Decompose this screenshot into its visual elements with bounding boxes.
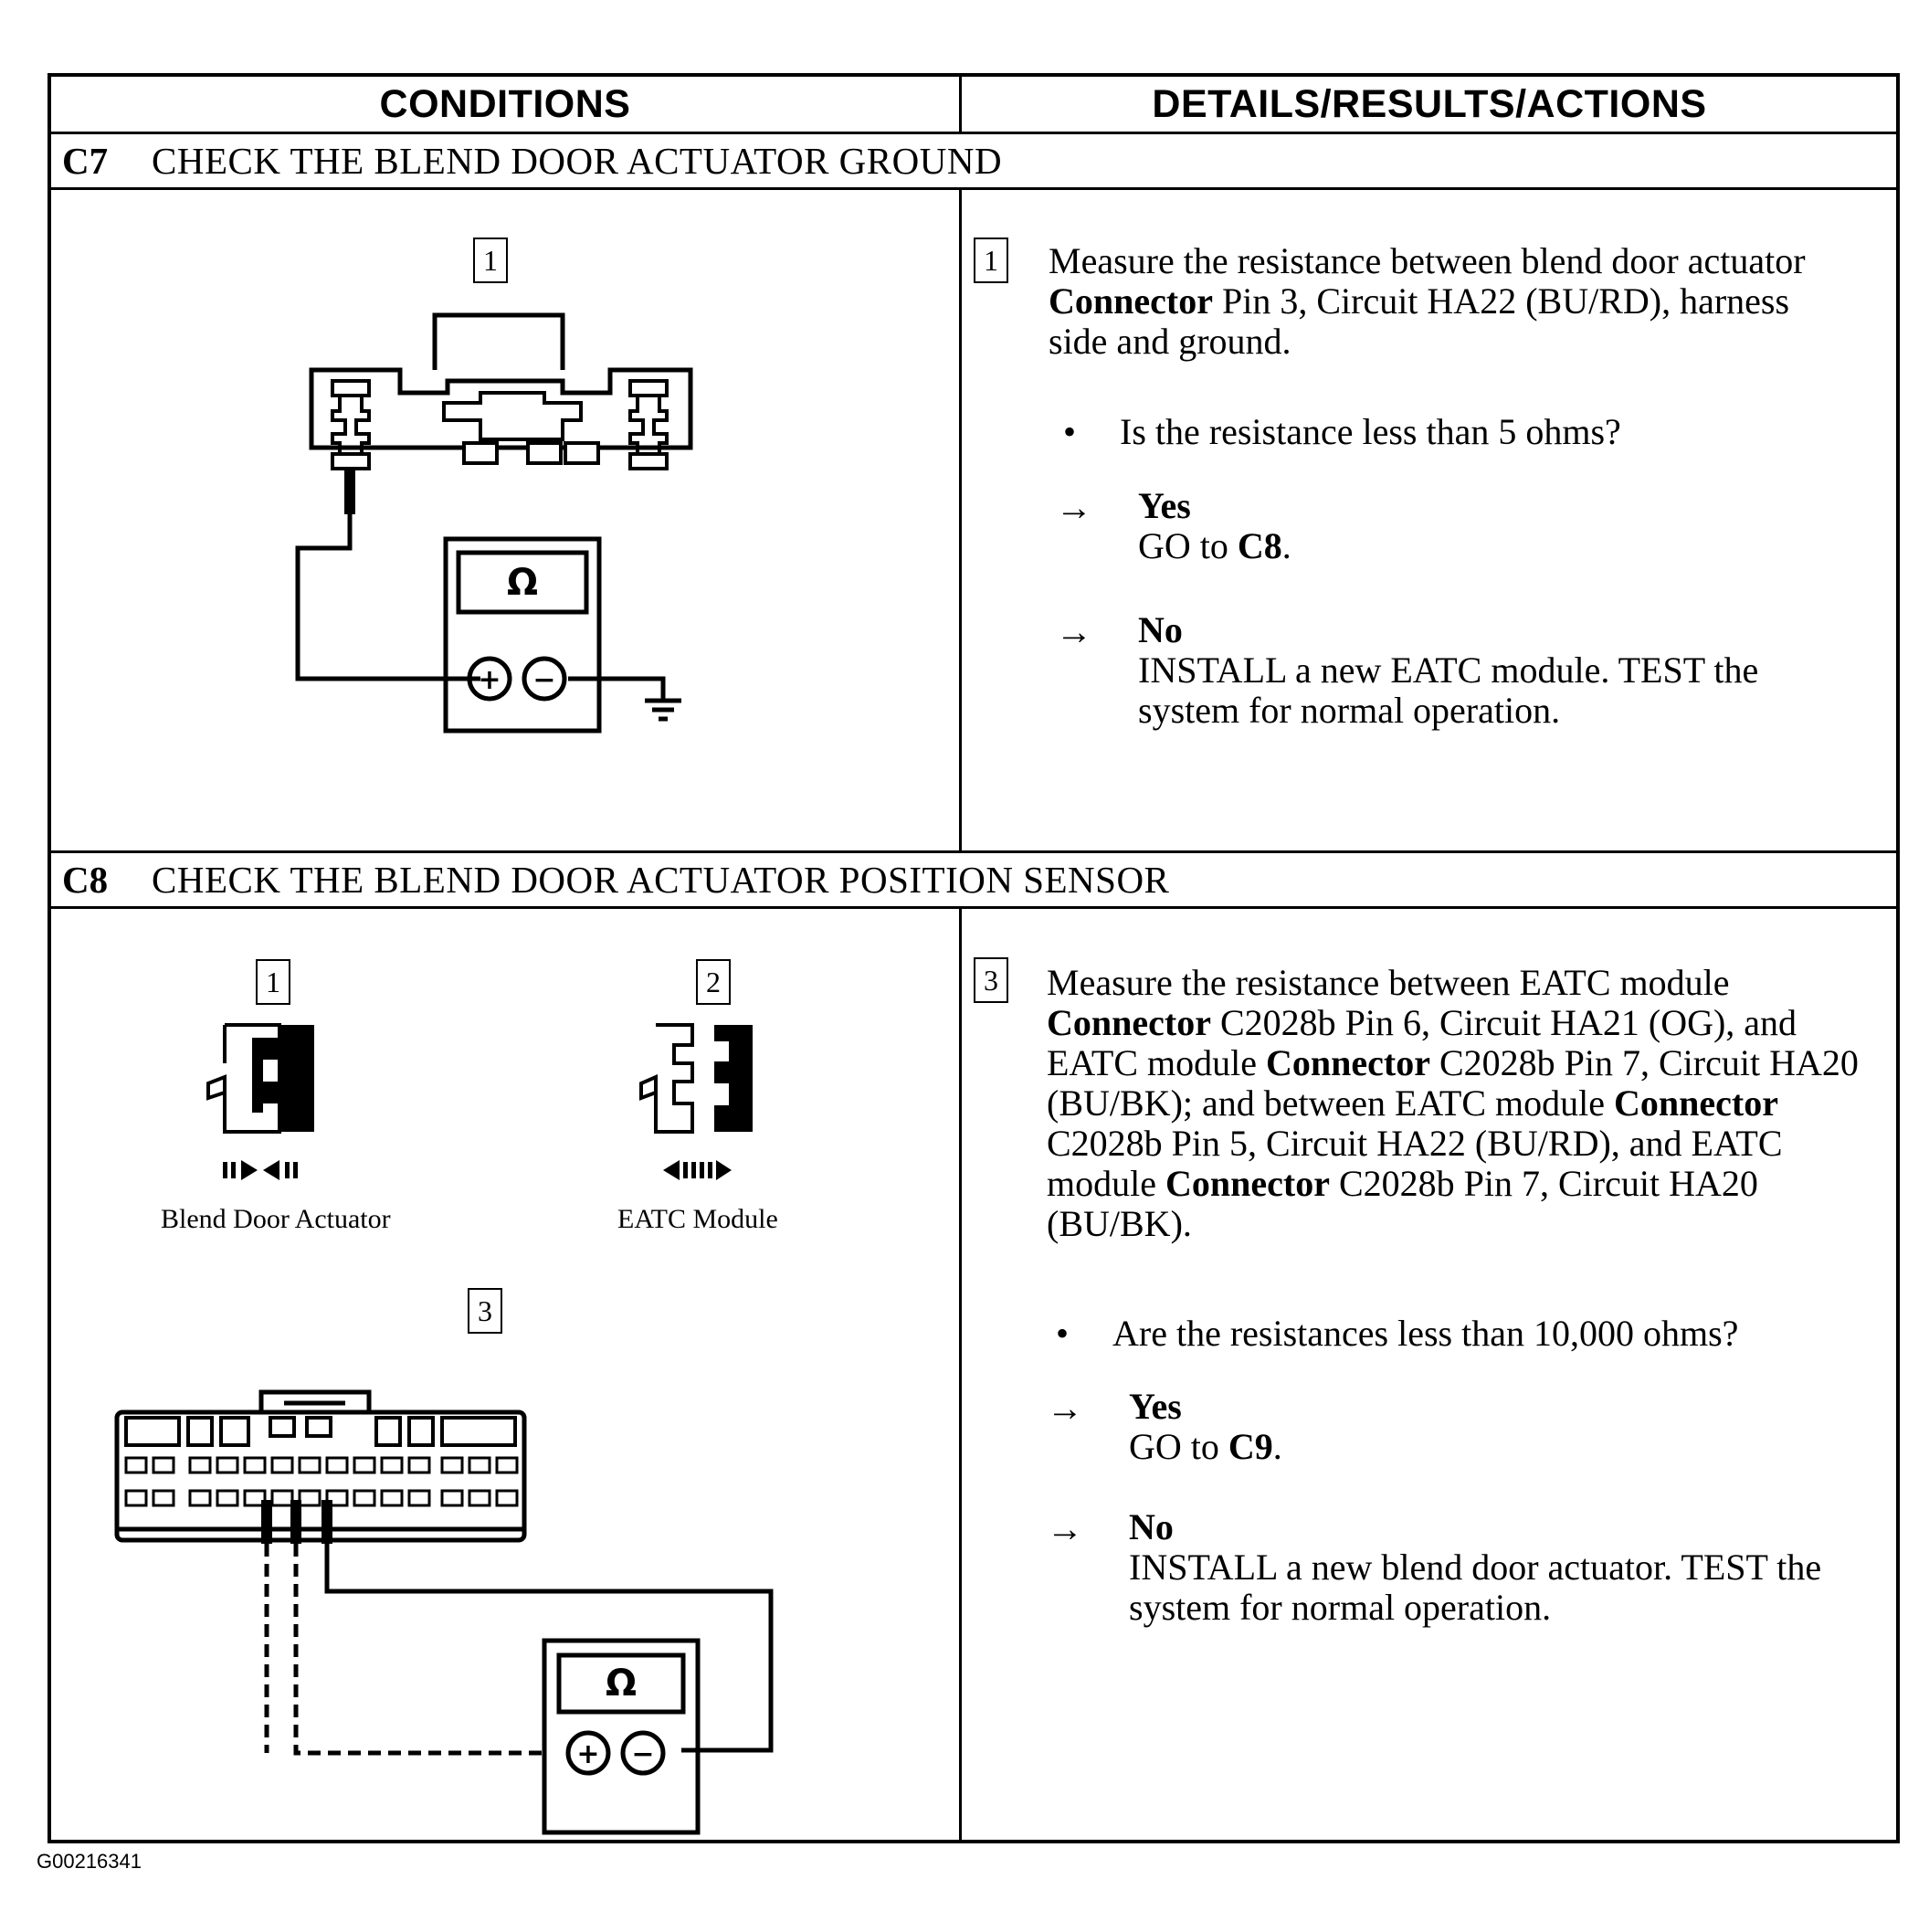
c7-no-branch: No INSTALL a new EATC module. TEST the s… (1138, 609, 1759, 731)
connector-pin-cavity (188, 1456, 212, 1474)
c8-question: • Are the resistances less than 10,000 o… (1056, 1313, 1739, 1354)
c8-title: CHECK THE BLEND DOOR ACTUATOR POSITION S… (152, 859, 1170, 901)
connector-pin-cavity (188, 1489, 212, 1507)
blend-door-actuator-connector-icon (206, 1023, 314, 1180)
connector-pin-cavity (440, 1456, 464, 1474)
connector-pin-cavity (325, 1456, 349, 1474)
conditions-header: CONDITIONS (379, 81, 631, 126)
blend-door-actuator-caption: Blend Door Actuator (161, 1204, 391, 1234)
c7-diagram-label: 1 (473, 238, 508, 283)
c8-instruction: Measure the resistance between EATC modu… (1047, 962, 1859, 1244)
connector-pin-cavity (298, 1489, 322, 1507)
connector-pin-cavity (353, 1456, 376, 1474)
connector-pin-cavity (152, 1456, 175, 1474)
c8-title-divider (51, 906, 1896, 909)
c8-code: C8 (62, 859, 109, 901)
connector-pin-cavity (298, 1456, 322, 1474)
bullet-icon: • (1063, 411, 1077, 452)
c7-title: CHECK THE BLEND DOOR ACTUATOR GROUND (152, 140, 1003, 182)
procedure-table: CONDITIONS DETAILS/RESULTS/ACTIONS C7 CH… (47, 73, 1900, 1843)
connector-pin-cavity (495, 1456, 519, 1474)
c8-diagram-label-3: 3 (468, 1288, 502, 1334)
header-divider (51, 132, 1896, 134)
svg-text:+: + (576, 1738, 599, 1770)
connector-pin-cavity (380, 1456, 404, 1474)
c8-yes-arrow-icon: → (1047, 1388, 1083, 1429)
connector-pin-cavity (243, 1456, 267, 1474)
c7-instruction: Measure the resistance between blend doo… (1049, 240, 1806, 362)
connector-pin-cavity (216, 1456, 239, 1474)
c7-question: • Is the resistance less than 5 ohms? (1063, 411, 1621, 452)
connector-pin-cavity (468, 1489, 491, 1507)
connector-pin-cavity (152, 1489, 175, 1507)
c7-no-arrow-icon: → (1056, 611, 1092, 652)
c7-column-divider (959, 187, 962, 850)
c7-yes-branch: Yes GO to C8. (1138, 485, 1291, 566)
c8-diagram-label-2: 2 (696, 959, 731, 1005)
connector-pin-cavity (124, 1456, 148, 1474)
connector-pin-cavity (216, 1489, 239, 1507)
c8-no-arrow-icon: → (1047, 1508, 1083, 1549)
c8-yes-branch: Yes GO to C9. (1129, 1386, 1282, 1467)
c7-connector-diagram: Ω + − (295, 312, 693, 734)
connector-pin-cavity (440, 1489, 464, 1507)
c8-meter-symbol: Ω (606, 1663, 637, 1705)
c7-yes-arrow-icon: → (1056, 487, 1092, 528)
header-column-divider (959, 77, 962, 132)
c7-step-number: 1 (974, 238, 1008, 283)
c7-meter-symbol: Ω (507, 562, 538, 604)
connector-pin-cavity (353, 1489, 376, 1507)
c7-bottom-divider (51, 850, 1896, 853)
svg-text:−: − (631, 1738, 654, 1770)
c7-step-row: C7 CHECK THE BLEND DOOR ACTUATOR GROUND (51, 134, 1896, 187)
connector-pin-cavity (468, 1456, 491, 1474)
c8-no-branch: No INSTALL a new blend door actuator. TE… (1129, 1506, 1822, 1628)
c8-step-row: C8 CHECK THE BLEND DOOR ACTUATOR POSITIO… (51, 853, 1896, 906)
svg-text:+: + (478, 664, 501, 696)
c8-step-number: 3 (974, 957, 1008, 1003)
eatc-module-caption: EATC Module (617, 1204, 778, 1234)
connector-pin-cavity (243, 1489, 267, 1507)
c8-diagram-label-1: 1 (256, 959, 290, 1005)
svg-text:−: − (532, 664, 555, 696)
details-header: DETAILS/RESULTS/ACTIONS (1152, 81, 1707, 126)
connector-pin-cavity (124, 1489, 148, 1507)
figure-id: G00216341 (37, 1850, 142, 1873)
connector-pin-cavity (270, 1456, 294, 1474)
c7-code: C7 (62, 140, 109, 182)
c8-column-divider (959, 906, 962, 1843)
connector-pin-cavity (407, 1489, 431, 1507)
connector-pin-cavity (380, 1489, 404, 1507)
eatc-module-connector-icon (639, 1023, 753, 1180)
connector-pin-cavity (407, 1456, 431, 1474)
connector-pin-cavity (270, 1489, 294, 1507)
connector-pin-cavity (495, 1489, 519, 1507)
c8-module-connector-diagram: Ω + − (114, 1389, 774, 1835)
c7-title-divider (51, 187, 1896, 190)
bullet-icon: • (1056, 1313, 1070, 1354)
